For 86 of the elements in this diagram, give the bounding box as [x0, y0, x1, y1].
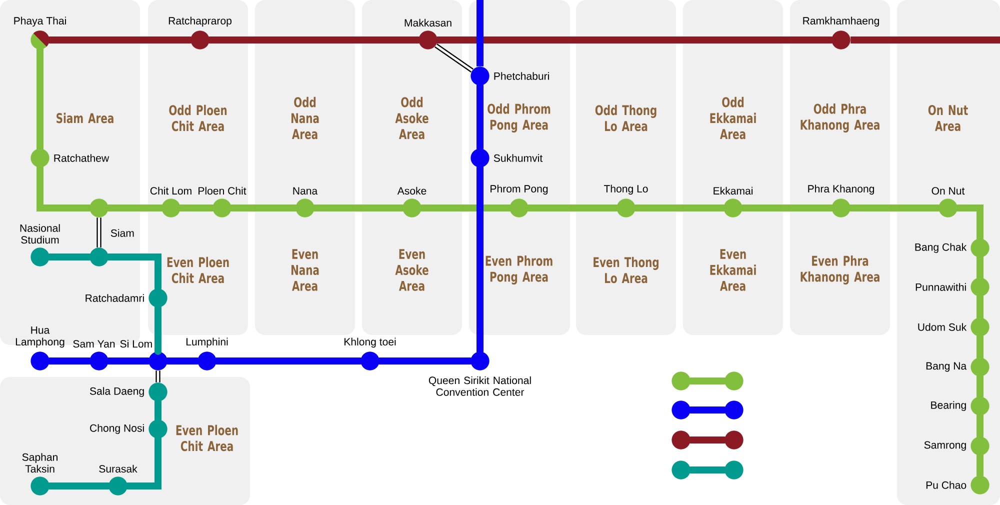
station-label: Hua Lamphong: [16, 326, 64, 348]
transfer-link: [96, 218, 102, 248]
station-label: Lumphini: [186, 338, 228, 348]
line-segment: [376, 358, 474, 364]
line-sample-dot: [724, 372, 744, 390]
line-sample-dot: [672, 400, 690, 420]
line-sample-dot: [672, 372, 690, 390]
station-label: Phra Khanong: [808, 184, 874, 195]
station-label: Bearing: [931, 401, 966, 411]
line-segment: [476, 82, 484, 152]
line-segment: [525, 204, 620, 212]
line-segment: [164, 358, 201, 364]
line-segment: [976, 373, 984, 400]
line-segment: [213, 358, 364, 364]
station-label: Makkasan: [404, 18, 452, 27]
line-segment: [311, 204, 406, 212]
line-segment: [154, 398, 162, 423]
station-label: Chong Nosi: [90, 424, 144, 434]
line-segment: [46, 358, 93, 364]
station-label: Pu Chao: [926, 481, 966, 489]
line-sample: [687, 378, 728, 384]
station-label: Phetchaburi: [494, 72, 549, 80]
line-segment: [46, 482, 112, 490]
line-sample: [687, 436, 728, 444]
station-label: Khlong toei: [344, 338, 396, 348]
line-segment: [954, 204, 984, 242]
station-label: Ratchathew: [54, 154, 110, 162]
line-segment: [418, 204, 513, 212]
station-dot: [90, 198, 108, 218]
line-sample-dot: [672, 460, 690, 480]
line-sample-dot: [724, 430, 744, 450]
station-label: Bang Chak: [915, 243, 967, 253]
station-label: Surasak: [99, 464, 138, 473]
station-label: Samrong: [924, 441, 966, 451]
line-segment: [105, 254, 162, 292]
line-segment: [976, 254, 984, 281]
station-label: Punnawithi: [916, 283, 966, 291]
line-segment: [434, 36, 835, 44]
station-label: Ekkamai: [714, 186, 753, 195]
station-label: Nana: [293, 187, 318, 195]
station-label: Bang Na: [926, 362, 967, 372]
line-segment: [228, 204, 299, 212]
station-label: Udom Suk: [918, 323, 967, 331]
station-label: Phrom Pong: [490, 184, 548, 195]
line-segment: [976, 293, 984, 321]
station-label: Saphan Taksin: [22, 453, 58, 473]
station-label: Sala Daeng: [90, 387, 144, 397]
line-segment: [850, 36, 1000, 44]
station-label: Ratchaprarop: [168, 16, 232, 27]
line-segment: [847, 204, 942, 212]
line-sample: [687, 466, 728, 474]
transfer-link: [156, 370, 160, 382]
line-segment: [36, 164, 93, 212]
line-sample-dot: [724, 460, 744, 480]
line-sample: [687, 406, 728, 414]
line-segment: [177, 204, 216, 212]
line-segment: [105, 358, 152, 364]
line-segment: [632, 204, 727, 212]
station-label: Ploen Chit: [198, 186, 246, 195]
station-label: Siam: [110, 229, 134, 237]
line-sample-dot: [672, 430, 690, 450]
station-label: Ramkhamhaeng: [803, 16, 879, 27]
line-segment: [476, 164, 484, 355]
line-segment: [36, 46, 44, 152]
station-label: Thong Lo: [604, 184, 648, 195]
line-segment: [206, 36, 422, 44]
line-segment: [46, 254, 93, 260]
station-label: On Nut: [932, 187, 965, 195]
transfer-link: [434, 44, 474, 72]
line-segment: [105, 204, 165, 212]
station-label: Sam Yan: [73, 340, 115, 348]
station-label: Sukhumvit: [494, 154, 543, 162]
line-segment: [976, 452, 984, 479]
line-segment: [124, 435, 162, 490]
line-segment: [476, 0, 484, 66]
line-segment: [154, 304, 162, 355]
station-label: Phaya Thai: [14, 16, 66, 27]
line-segment: [976, 412, 984, 440]
station-label: Queen Sirikit National Convention Center: [428, 376, 531, 396]
line-segment: [739, 204, 835, 212]
station-label: Asoke: [397, 186, 426, 195]
line-segment: [976, 333, 984, 361]
station-label: Nasional Studium: [20, 224, 60, 244]
station-label: Chit Lom: [150, 186, 192, 195]
line-sample-dot: [724, 400, 744, 420]
line-segment: [46, 36, 194, 44]
